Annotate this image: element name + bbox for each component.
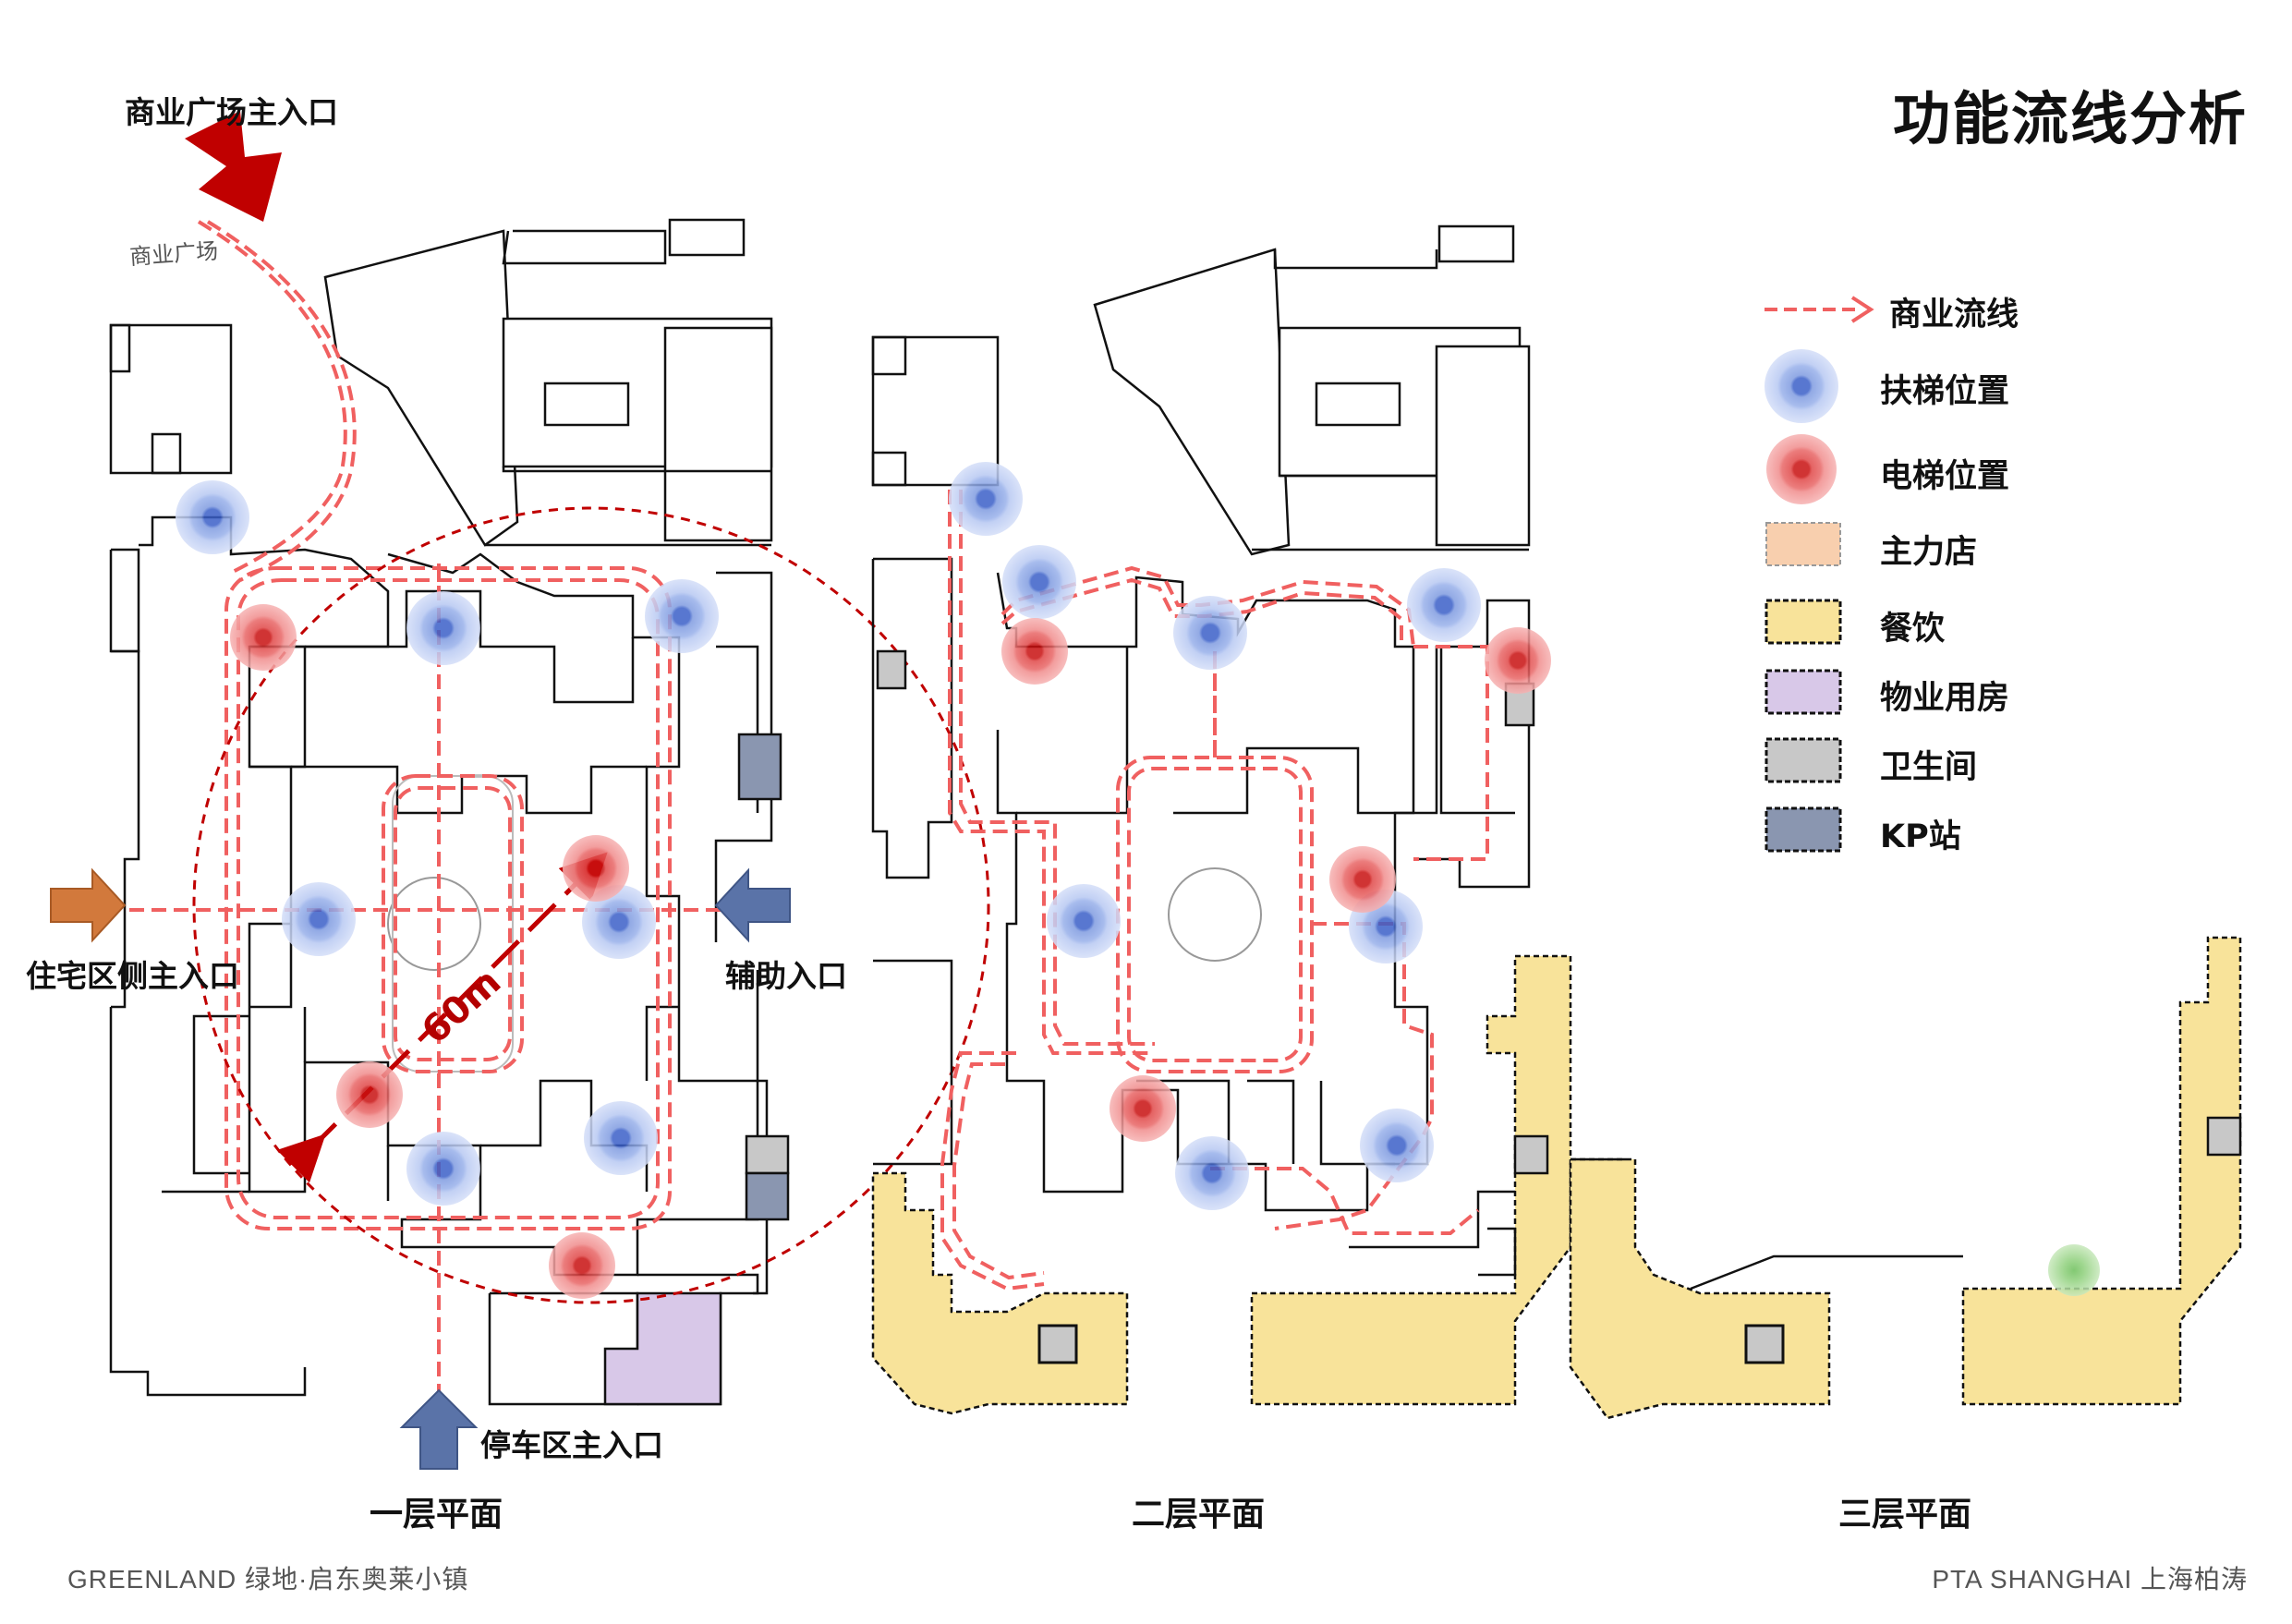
legend-kp-swatch bbox=[1764, 806, 1842, 853]
plaza-handwritten-note: 商业广场 bbox=[128, 237, 220, 271]
elevator-icon bbox=[563, 835, 629, 902]
escalator-icon bbox=[1360, 1109, 1434, 1182]
legend bbox=[1764, 296, 1874, 853]
legend-dining-swatch bbox=[1764, 599, 1842, 645]
legend-kp-label: KP站 bbox=[1880, 818, 1961, 855]
first-floor-label: 一层平面 bbox=[370, 1496, 503, 1533]
escalator-icon bbox=[949, 462, 1023, 536]
legend-anchor-label: 主力店 bbox=[1880, 534, 1978, 571]
first-floor-plan bbox=[109, 218, 790, 1406]
elevator-icon bbox=[1110, 1075, 1176, 1142]
commercial-plaza-entrance-label: 商业广场主入口 bbox=[125, 94, 338, 130]
elevator-markers bbox=[230, 604, 1551, 1299]
legend-restroom-swatch bbox=[1764, 737, 1842, 783]
escalator-icon bbox=[282, 882, 356, 956]
escalator-icon bbox=[582, 885, 656, 959]
legend-property-label: 物业用房 bbox=[1880, 680, 2010, 717]
legend-elevator-label: 电梯位置 bbox=[1880, 458, 2010, 495]
residential-entrance-label: 住宅区侧主入口 bbox=[26, 958, 239, 994]
elevator-icon bbox=[230, 604, 297, 671]
footer-client: GREENLAND 绿地·启东奥莱小镇 bbox=[67, 1565, 469, 1594]
third-floor-label: 三层平面 bbox=[1838, 1496, 1972, 1533]
second-floor-plan bbox=[871, 224, 1572, 1415]
escalator-icon bbox=[1175, 1136, 1249, 1210]
auxiliary-entrance-label: 辅助入口 bbox=[725, 958, 847, 994]
parking-entrance-arrow-icon bbox=[399, 1388, 479, 1470]
escalator-icon bbox=[406, 1132, 480, 1206]
escalator-icon bbox=[1047, 884, 1121, 958]
parking-entrance-label: 停车区主入口 bbox=[480, 1427, 663, 1463]
elevator-icon bbox=[549, 1232, 615, 1299]
elevator-icon bbox=[1329, 846, 1396, 913]
legend-anchor-swatch bbox=[1765, 522, 1841, 566]
escalator-icon bbox=[406, 591, 480, 665]
third-floor-marker bbox=[2048, 1244, 2100, 1296]
legend-elevator-swatch bbox=[1766, 434, 1837, 504]
elevator-icon bbox=[1485, 627, 1551, 694]
second-floor-label: 二层平面 bbox=[1132, 1496, 1266, 1533]
escalator-icon bbox=[1407, 568, 1481, 642]
elevator-icon bbox=[1001, 618, 1068, 685]
elevator-icon bbox=[336, 1061, 403, 1128]
page-title: 功能流线分析 bbox=[1892, 85, 2248, 152]
escalator-icon bbox=[584, 1101, 658, 1175]
legend-flow-label: 商业流线 bbox=[1889, 297, 2019, 333]
legend-escalator-swatch bbox=[1764, 349, 1838, 423]
escalator-icon bbox=[1002, 545, 1076, 619]
third-floor-plan bbox=[1569, 936, 2242, 1420]
service-radius-circle bbox=[192, 506, 990, 1304]
footer-firm: PTA SHANGHAI 上海柏涛 bbox=[1932, 1565, 2248, 1594]
escalator-icon bbox=[1173, 596, 1247, 670]
auxiliary-entrance-arrow-icon bbox=[714, 867, 791, 943]
legend-dining-label: 餐饮 bbox=[1880, 611, 1946, 648]
main-entrance-arrow-icon bbox=[185, 111, 282, 222]
escalator-icon bbox=[645, 579, 719, 653]
residential-entrance-arrow-icon bbox=[50, 867, 127, 943]
legend-escalator-label: 扶梯位置 bbox=[1880, 373, 2010, 410]
entrance-arrows bbox=[50, 111, 791, 1470]
escalator-icon bbox=[176, 480, 249, 554]
legend-property-swatch bbox=[1764, 669, 1842, 715]
legend-restroom-label: 卫生间 bbox=[1880, 749, 1978, 786]
